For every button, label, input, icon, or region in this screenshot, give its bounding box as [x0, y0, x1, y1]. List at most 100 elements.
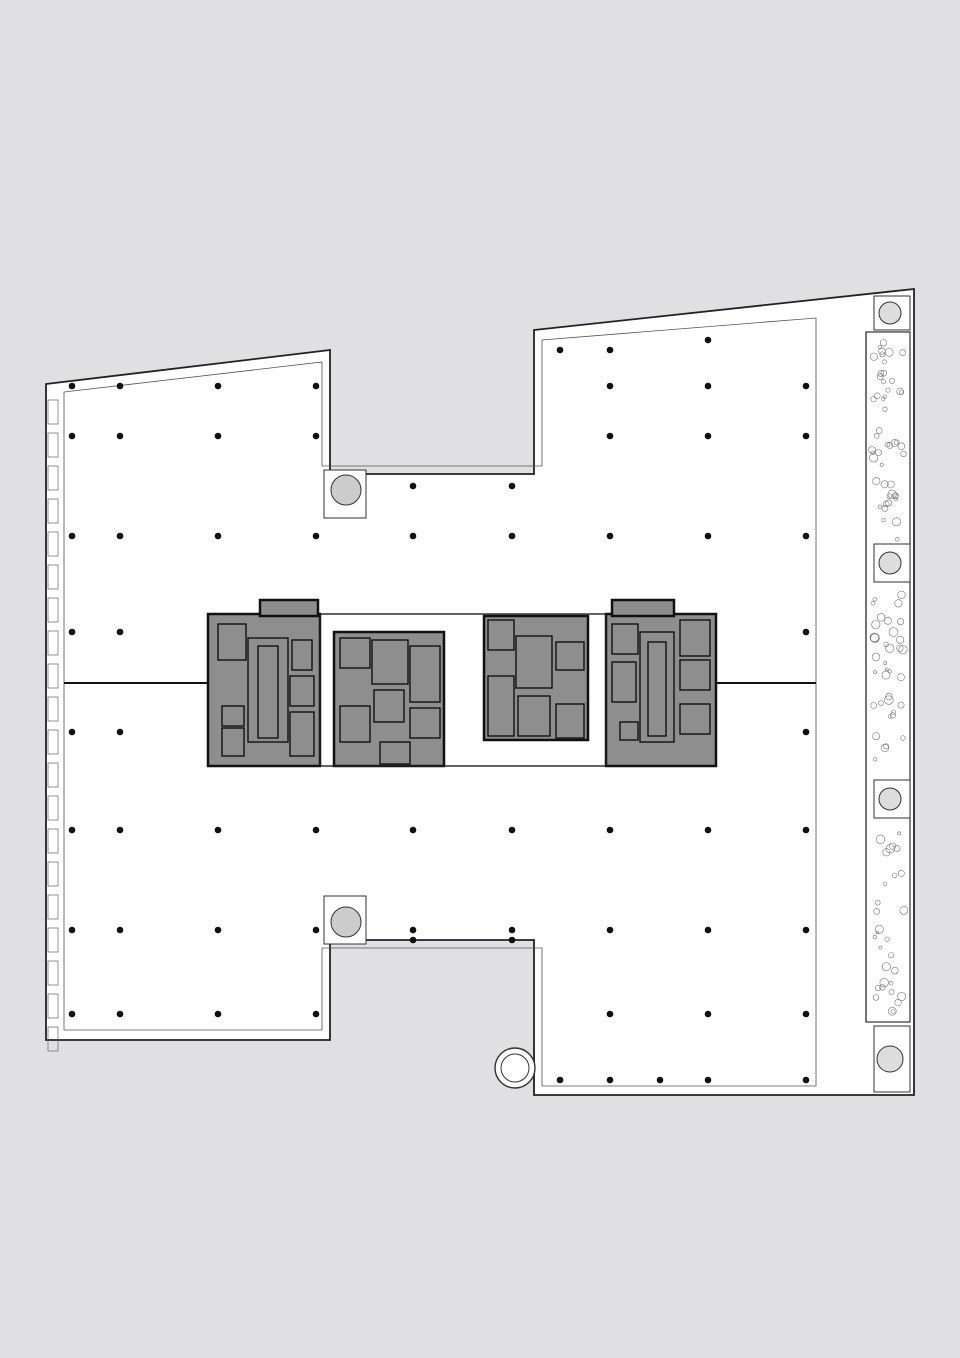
plant-mark	[894, 998, 902, 1007]
plant-mark	[892, 492, 899, 499]
column	[508, 926, 516, 934]
plant-mark	[886, 442, 894, 449]
column	[214, 532, 222, 540]
plant-mark	[877, 344, 883, 350]
plant-mark	[888, 627, 899, 637]
plant-mark	[888, 980, 894, 986]
floor-slab	[45, 287, 915, 1096]
plant-mark	[872, 935, 877, 940]
plant-mark	[873, 392, 881, 400]
plant-mark	[882, 962, 891, 972]
plant-mark	[899, 349, 907, 357]
column	[214, 432, 222, 440]
column	[68, 532, 76, 540]
column	[312, 926, 320, 934]
plant-mark	[873, 670, 877, 674]
column	[802, 926, 810, 934]
plant-mark	[879, 462, 884, 467]
column	[656, 1076, 664, 1084]
plant-mark	[870, 633, 880, 643]
structural-column-grid	[68, 336, 810, 1084]
column	[508, 826, 516, 834]
column	[116, 1010, 124, 1018]
plant-mark	[876, 613, 886, 622]
window-mullion	[47, 1026, 59, 1052]
plant-mark	[878, 700, 884, 706]
column	[409, 936, 417, 944]
plant-mark	[873, 432, 880, 439]
column	[606, 826, 614, 834]
plant-mark	[870, 600, 876, 606]
column	[508, 936, 516, 944]
plant-mark	[895, 537, 900, 542]
column	[606, 432, 614, 440]
plant-mark	[889, 377, 896, 384]
column	[409, 532, 417, 540]
plant-mark	[874, 984, 882, 992]
window-mullion	[47, 894, 59, 920]
window-mullion	[47, 564, 59, 590]
column	[312, 1010, 320, 1018]
plant-mark	[870, 396, 877, 403]
column	[68, 926, 76, 934]
plant-mark	[873, 757, 878, 762]
column	[508, 482, 516, 490]
column	[68, 1010, 76, 1018]
window-mullion	[47, 861, 59, 887]
window-mullion	[47, 630, 59, 656]
column	[704, 926, 712, 934]
plant-mark	[891, 966, 899, 975]
column	[556, 1076, 564, 1084]
plant-mark	[899, 905, 909, 915]
column	[704, 532, 712, 540]
column	[116, 926, 124, 934]
plant-mark	[880, 379, 886, 385]
plant-mark	[875, 924, 884, 934]
planting-hatch	[868, 339, 909, 1016]
plant-mark	[893, 845, 901, 852]
plant-mark	[877, 504, 882, 509]
column	[802, 382, 810, 390]
plant-mark	[884, 616, 892, 625]
plant-mark	[897, 590, 906, 600]
plant-mark	[887, 1006, 897, 1016]
plant-mark	[878, 945, 883, 950]
core-corridor	[319, 613, 607, 767]
window-mullion	[47, 762, 59, 788]
column	[802, 432, 810, 440]
plant-mark	[884, 695, 894, 705]
column	[704, 826, 712, 834]
plant-mark	[899, 389, 905, 395]
column	[214, 926, 222, 934]
column	[556, 346, 564, 354]
plant-mark	[893, 496, 898, 502]
plant-mark	[882, 359, 887, 365]
plant-mark	[875, 834, 886, 844]
column	[802, 826, 810, 834]
plant-mark	[879, 339, 888, 347]
service-cores	[206, 598, 718, 768]
plant-mark	[885, 844, 895, 854]
column	[312, 382, 320, 390]
column	[704, 432, 712, 440]
column	[704, 1010, 712, 1018]
column	[68, 382, 76, 390]
facade-mullions	[47, 399, 59, 1052]
plant-mark	[875, 449, 882, 456]
column	[116, 532, 124, 540]
column	[606, 382, 614, 390]
plant-mark	[870, 702, 877, 709]
plant-mark	[871, 652, 881, 662]
plant-mark	[868, 446, 876, 454]
plant-mark	[868, 453, 879, 463]
plant-mark	[871, 450, 876, 455]
plant-mark	[872, 732, 881, 740]
plant-mark	[872, 477, 881, 486]
column	[68, 628, 76, 636]
column	[68, 826, 76, 834]
window-mullion	[47, 597, 59, 623]
column	[116, 382, 124, 390]
plant-mark	[875, 427, 883, 434]
plant-mark	[886, 480, 895, 489]
plant-mark	[897, 831, 902, 836]
